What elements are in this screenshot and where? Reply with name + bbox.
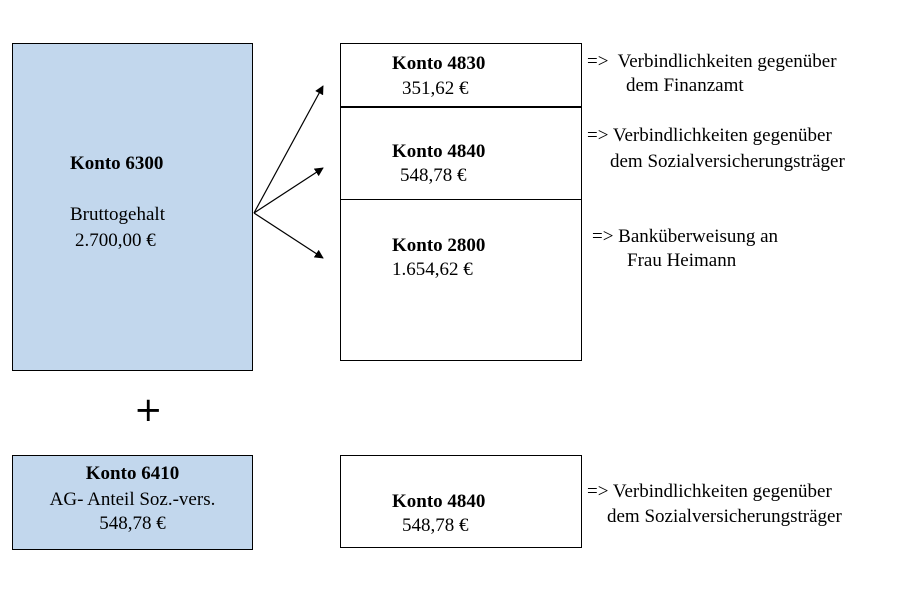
note-finanzamt-line1: => Verbindlichkeiten gegenüber [587,51,837,72]
divider-line [340,199,582,200]
note-sozial-line2: dem Sozialversicherungsträger [610,151,845,172]
note-sozial-bottom-line1: => Verbindlichkeiten gegenüber [587,481,832,502]
account-6410-box [12,455,253,550]
account-2800-title: Konto 2800 [392,235,486,256]
account-6300-box [12,43,253,371]
note-finanzamt-line2: dem Finanzamt [626,75,744,96]
account-4840-amount: 548,78 € [400,165,467,186]
account-4830-title: Konto 4830 [392,53,486,74]
account-4840-bottom-amount: 548,78 € [402,515,469,536]
account-2800-amount: 1.654,62 € [392,259,473,280]
account-6410-amount: 548,78 € [99,513,166,534]
arrow-to-4840 [253,167,324,214]
account-4830-amount: 351,62 € [402,78,469,99]
note-sozial-line1: => Verbindlichkeiten gegenüber [587,125,832,146]
split-accounts-box [340,43,582,361]
note-bank-line2: Frau Heimann [627,250,737,271]
account-6410-label: AG- Anteil Soz.-vers. [49,489,216,510]
account-6300-title: Konto 6300 [70,153,164,174]
note-bank-line1: => Banküberweisung an [592,226,779,247]
account-4840-bottom-box [340,455,582,548]
account-6300-label: Bruttogehalt [70,204,165,225]
account-4840-title: Konto 4840 [392,141,486,162]
account-6300-amount: 2.700,00 € [75,230,156,251]
account-6410-title: Konto 6410 [85,463,180,484]
note-sozial-bottom-line2: dem Sozialversicherungsträger [607,506,842,527]
arrow-to-4830 [253,85,324,214]
account-4840-bottom-title: Konto 4840 [392,491,486,512]
arrow-to-2800 [253,212,324,259]
plus-sign: + [134,390,163,430]
divider-line [340,106,582,108]
